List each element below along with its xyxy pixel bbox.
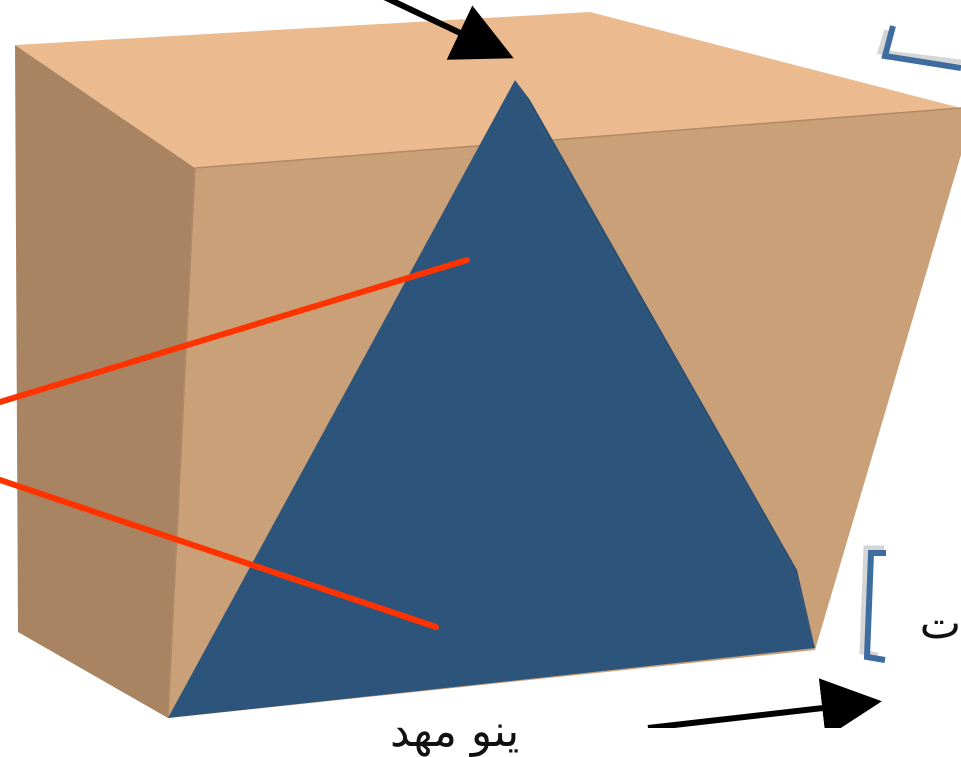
right-label: ت <box>919 598 961 649</box>
pointer-line-upper <box>0 257 470 405</box>
box-top-face <box>15 12 961 168</box>
box-edge <box>167 167 196 719</box>
arrow-right-icon <box>647 678 882 738</box>
box-edge <box>194 107 961 169</box>
bottom-label: ينو مهد <box>390 706 520 757</box>
bracket-top-right <box>881 25 961 71</box>
box-left-face <box>15 45 195 718</box>
pyramid-face <box>168 80 815 718</box>
arrow-down-right-icon <box>383 0 514 60</box>
bracket-top-right <box>876 29 961 65</box>
pointer-line-lower <box>0 477 439 630</box>
diagram-canvas <box>0 0 961 738</box>
bracket-bottom-left <box>863 550 886 663</box>
